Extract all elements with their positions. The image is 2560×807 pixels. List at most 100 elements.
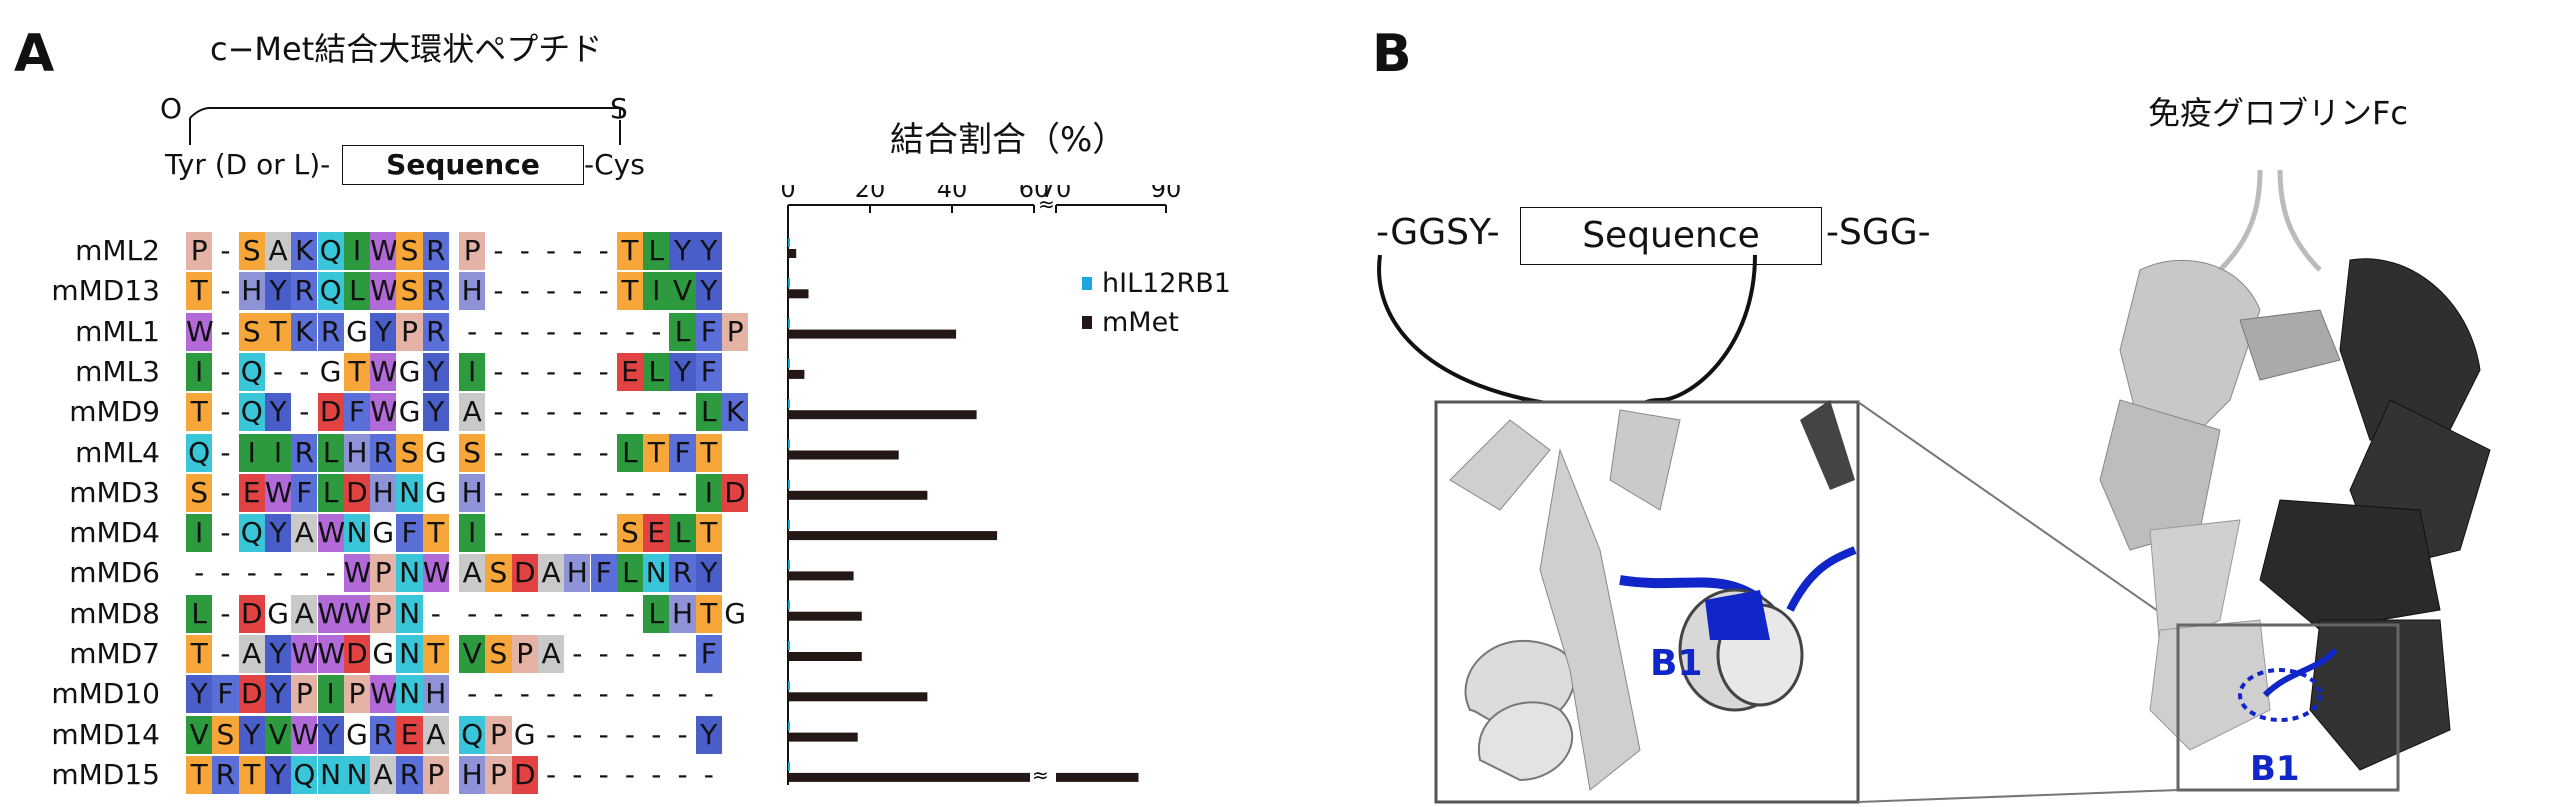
residue: V	[186, 715, 213, 754]
residue: P	[291, 675, 318, 714]
residue: -	[598, 395, 609, 429]
residue: -	[220, 596, 231, 630]
residue: -	[677, 395, 688, 429]
residue: S	[238, 232, 265, 270]
residue: -	[572, 314, 583, 348]
residue: G	[317, 352, 344, 391]
residue: -	[572, 757, 583, 791]
residue: S	[396, 433, 423, 472]
residue: L	[616, 433, 644, 472]
residue: N	[396, 635, 423, 673]
residue: -	[572, 395, 583, 429]
residue: T	[186, 635, 213, 673]
residue: R	[212, 755, 239, 794]
bar-hil12rb1	[788, 439, 790, 449]
main-fc-ribbon	[2099, 169, 2491, 771]
residue: V	[264, 715, 292, 754]
residue: E	[396, 715, 423, 754]
residue: Y	[264, 393, 292, 432]
residue: L	[343, 272, 371, 311]
residue: Y	[669, 232, 696, 270]
schematic-right-atom: S	[610, 92, 628, 125]
residue: P	[370, 594, 397, 633]
residue: Y	[370, 312, 397, 351]
residue: R	[422, 272, 449, 311]
residue: -	[430, 596, 441, 630]
residue: L	[643, 232, 670, 270]
residue: -	[598, 354, 609, 388]
residue: Y	[238, 715, 265, 754]
peptide-name: mMD3	[69, 475, 160, 509]
residue: -	[519, 435, 530, 469]
residue: -	[598, 314, 609, 348]
x-tick-label: 70	[1041, 185, 1072, 203]
residue: -	[493, 234, 504, 267]
residue: L	[317, 433, 344, 472]
residue: -	[572, 596, 583, 630]
residue: -	[519, 395, 530, 429]
residue: T	[422, 635, 449, 673]
residue: -	[572, 234, 583, 267]
residue: N	[396, 473, 423, 512]
bar-hil12rb1	[788, 520, 790, 530]
residue: S	[616, 514, 644, 553]
residue: A	[291, 514, 318, 553]
residue: -	[677, 717, 688, 751]
residue: -	[624, 395, 635, 429]
panel-b-letter: B	[1372, 24, 1412, 84]
residue: F	[212, 675, 239, 714]
residue: T	[186, 393, 213, 432]
residue: P	[186, 232, 213, 270]
residue: T	[264, 312, 292, 351]
residue: Y	[317, 715, 344, 754]
residue: W	[370, 675, 398, 714]
residue: -	[220, 354, 231, 388]
residue: Y	[264, 675, 292, 714]
residue: -	[545, 395, 557, 429]
residue: -	[624, 596, 635, 630]
bar-hil12rb1	[788, 399, 790, 409]
residue: -	[493, 314, 504, 348]
residue: I	[186, 514, 213, 553]
residue: W	[264, 473, 293, 512]
residue: Y	[422, 352, 449, 391]
legend-label-hil12rb1: hIL12RB1	[1102, 268, 1231, 299]
residue: -	[519, 234, 530, 267]
residue: -	[545, 274, 557, 308]
residue: -	[598, 475, 609, 509]
bar-break-mark: ≈	[1032, 763, 1049, 787]
residue: W	[291, 715, 319, 754]
residue: H	[238, 272, 265, 311]
peptide-name: mMD4	[69, 516, 160, 550]
residue: G	[396, 393, 423, 432]
inset-ribbon	[1449, 400, 1857, 791]
panel-b-title: 免疫グロブリンFc	[2148, 94, 2409, 132]
residue: -	[519, 516, 530, 550]
residue: S	[485, 554, 512, 593]
residue: S	[396, 272, 423, 311]
schematic-sequence-box: Sequence	[342, 145, 584, 185]
residue: G	[343, 715, 371, 754]
residue: D	[511, 554, 538, 593]
residue: -	[624, 475, 635, 509]
bar-hil12rb1	[788, 600, 790, 610]
residue: -	[493, 516, 504, 550]
residue: G	[722, 594, 749, 633]
peptide-name: mMD15	[51, 757, 160, 791]
residue: -	[272, 354, 284, 388]
residue: -	[572, 274, 583, 308]
residue: -	[545, 757, 557, 791]
residue: L	[186, 594, 213, 633]
bar-mmet	[788, 490, 928, 500]
legend-label-mmet: mMet	[1102, 307, 1179, 338]
x-tick-label: 20	[855, 185, 886, 203]
residue: -	[220, 395, 231, 429]
residue: G	[511, 715, 538, 754]
bar-mmet	[788, 329, 957, 339]
residue: W	[343, 554, 371, 593]
residue: -	[493, 677, 504, 711]
residue: N	[396, 675, 423, 714]
residue: T	[186, 272, 213, 311]
residue: F	[695, 312, 722, 351]
bar-hil12rb1	[788, 479, 790, 489]
